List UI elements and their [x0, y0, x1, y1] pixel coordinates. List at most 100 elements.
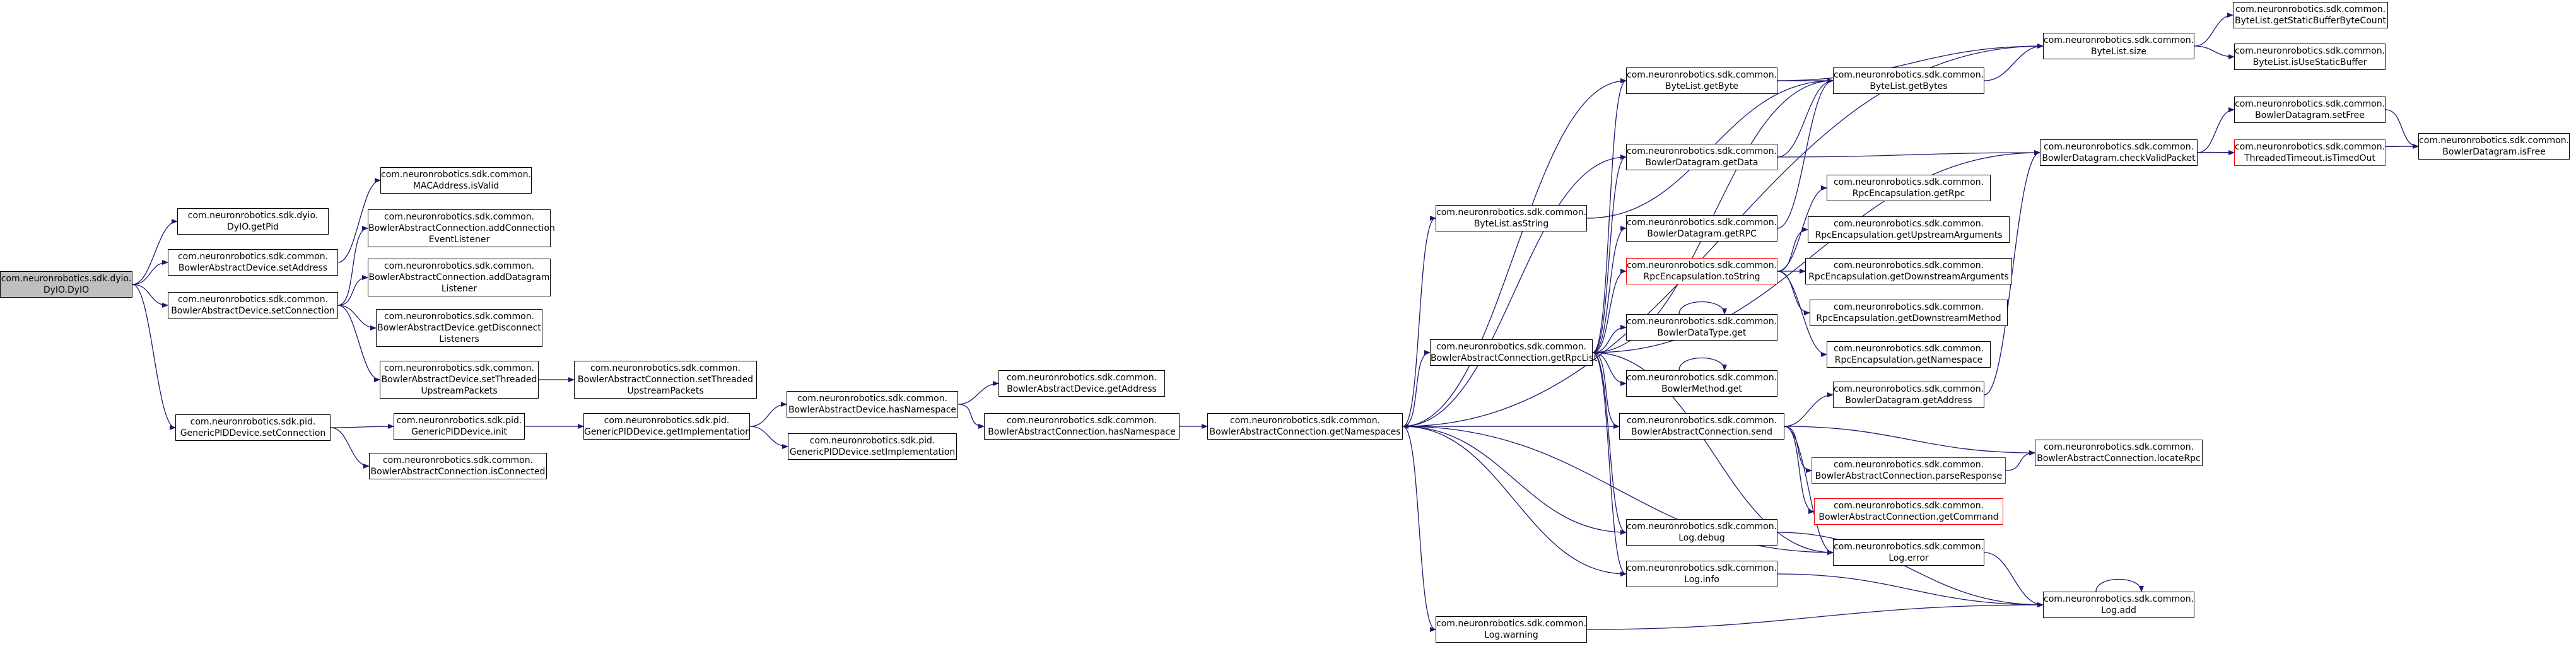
node-rpcencapsulation-getrpc[interactable]: com.neuronrobotics.sdk.common.RpcEncapsu… [1827, 175, 1991, 201]
edge-bytelistSize-to-getStaticBufferByteCount [2194, 13, 2234, 47]
edge-dgGetData-to-checkValidPacket [1777, 150, 2040, 158]
node-connection-getcommand[interactable]: com.neuronrobotics.sdk.common.BowlerAbst… [1814, 498, 2003, 525]
edge-bytelistGetBytes-to-bytelistSize [1984, 44, 2044, 81]
node-device-setthreadedupstreampackets[interactable]: com.neuronrobotics.sdk.common.BowlerAbst… [380, 361, 539, 399]
edge-getNamespaces-to-dgGetData [1402, 155, 1627, 427]
node-connection-locaterpc[interactable]: com.neuronrobotics.sdk.common.BowlerAbst… [2035, 440, 2203, 466]
node-bytelist-getbytes[interactable]: com.neuronrobotics.sdk.common.ByteList.g… [1833, 67, 1984, 94]
edge-dyio-to-getPid [132, 219, 178, 285]
node-bytelist-asstring[interactable]: com.neuronrobotics.sdk.common.ByteList.a… [1436, 205, 1587, 231]
edge-logDebug-to-logAdd [1777, 532, 2044, 607]
node-dyio-dyio: com.neuronrobotics.sdk.dyio.DyIO.DyIO [0, 271, 132, 298]
node-datagram-isfree[interactable]: com.neuronrobotics.sdk.common.BowlerData… [2418, 133, 2570, 160]
edge-bytelistGetByte-to-bytelistSize [1777, 44, 2044, 81]
node-threadedtimeout-istimedout[interactable]: com.neuronrobotics.sdk.common.ThreadedTi… [2234, 139, 2386, 166]
node-datagram-checkvalidpacket[interactable]: com.neuronrobotics.sdk.common.BowlerData… [2040, 139, 2198, 166]
edge-getRpcList-to-methodGet [1592, 352, 1627, 386]
edge-dyio-to-setConnection [132, 284, 168, 308]
node-dyio-getpid[interactable]: com.neuronrobotics.sdk.dyio.DyIO.getPid [177, 208, 329, 235]
node-pid-setconnection[interactable]: com.neuronrobotics.sdk.pid.GenericPIDDev… [175, 414, 331, 441]
node-datagram-setfree[interactable]: com.neuronrobotics.sdk.common.BowlerData… [2234, 96, 2386, 123]
node-rpcencapsulation-getdownstreammethod[interactable]: com.neuronrobotics.sdk.common.RpcEncapsu… [1810, 300, 2008, 326]
edge-pidSetConnection-to-pidInit [330, 424, 394, 430]
node-connection-send[interactable]: com.neuronrobotics.sdk.common.BowlerAbst… [1619, 413, 1784, 440]
edge-setConnection-to-addDgListener [337, 275, 368, 306]
node-rpcencapsulation-getupstreamarguments[interactable]: com.neuronrobotics.sdk.common.RpcEncapsu… [1808, 216, 2010, 243]
node-connection-getrpclist[interactable]: com.neuronrobotics.sdk.common.BowlerAbst… [1430, 339, 1597, 366]
edge-setConnection-to-getDisconnect [337, 305, 377, 330]
edge-getRpcList-to-dgGetData [1592, 155, 1627, 353]
edge-connSend-to-locateRpc [1784, 426, 2035, 455]
node-bytelist-isusestaticbuffer[interactable]: com.neuronrobotics.sdk.common.ByteList.i… [2234, 44, 2386, 70]
node-log-debug[interactable]: com.neuronrobotics.sdk.common.Log.debug [1626, 519, 1777, 546]
node-datagram-getdata[interactable]: com.neuronrobotics.sdk.common.BowlerData… [1626, 144, 1777, 170]
edge-devHasNs-to-devGetAddress [957, 381, 999, 405]
node-rpcencapsulation-tostring[interactable]: com.neuronrobotics.sdk.common.RpcEncapsu… [1626, 258, 1777, 284]
edge-connSend-to-parseResponse [1784, 426, 1812, 473]
edge-getRpcList-to-dataTypeGet [1592, 325, 1627, 353]
node-connection-addconnectioneventlistener[interactable]: com.neuronrobotics.sdk.common.BowlerAbst… [368, 209, 555, 247]
node-connection-parseresponse[interactable]: com.neuronrobotics.sdk.common.BowlerAbst… [1812, 457, 2006, 484]
edge-getRpcList-to-bytelistGetByte [1592, 78, 1627, 353]
node-pid-getimplementation[interactable]: com.neuronrobotics.sdk.pid.GenericPIDDev… [583, 413, 751, 440]
edge-getRpcList-to-logDebug [1592, 352, 1627, 535]
node-log-warning[interactable]: com.neuronrobotics.sdk.common.Log.warnin… [1436, 616, 1587, 643]
node-device-hasnamespace[interactable]: com.neuronrobotics.sdk.common.BowlerAbst… [787, 391, 958, 418]
edge-getNamespaces-to-logInfo [1402, 426, 1627, 576]
node-pid-init[interactable]: com.neuronrobotics.sdk.pid.GenericPIDDev… [394, 413, 525, 440]
node-bytelist-getstaticbufferbytecount[interactable]: com.neuronrobotics.sdk.common.ByteList.g… [2233, 2, 2388, 28]
node-log-info[interactable]: com.neuronrobotics.sdk.common.Log.info [1626, 561, 1777, 587]
edge-devHasNs-to-connHasNs [957, 404, 985, 429]
edge-connSend-to-logError [1784, 426, 1834, 555]
edge-getNamespaces-to-logWarning [1402, 426, 1436, 632]
edge-methodGet-to-methodGet [1678, 357, 1727, 371]
edge-getRpcList-to-logInfo [1592, 352, 1627, 576]
node-method-get[interactable]: com.neuronrobotics.sdk.common.BowlerMeth… [1626, 370, 1777, 397]
node-connection-adddatagramlistener[interactable]: com.neuronrobotics.sdk.common.BowlerAbst… [368, 259, 551, 296]
edge-parseResponse-to-locateRpc [2005, 450, 2035, 471]
node-log-add[interactable]: com.neuronrobotics.sdk.common.Log.add [2043, 592, 2194, 618]
edge-setConnection-to-devSetThreaded [337, 305, 380, 382]
edge-dgSetFree-to-dgIsFree [2385, 109, 2419, 149]
edge-logWarning-to-logAdd [1586, 602, 2044, 630]
node-bytelist-size[interactable]: com.neuronrobotics.sdk.common.ByteList.s… [2043, 33, 2194, 59]
node-connection-getnamespaces[interactable]: com.neuronrobotics.sdk.common.BowlerAbst… [1207, 413, 1403, 440]
node-device-setconnection[interactable]: com.neuronrobotics.sdk.common.BowlerAbst… [168, 292, 338, 319]
edge-getRpcList-to-rpcToString [1592, 269, 1627, 353]
edge-rpcToString-to-rpcGetNs [1777, 271, 1827, 357]
edge-logError-to-logAdd [1984, 552, 2044, 607]
node-connection-setthreadedupstreampackets[interactable]: com.neuronrobotics.sdk.common.BowlerAbst… [574, 361, 757, 399]
node-datagram-getaddress[interactable]: com.neuronrobotics.sdk.common.BowlerData… [1833, 382, 1984, 408]
node-connection-hasnamespace[interactable]: com.neuronrobotics.sdk.common.BowlerAbst… [984, 413, 1180, 440]
node-device-setaddress[interactable]: com.neuronrobotics.sdk.common.BowlerAbst… [168, 249, 338, 276]
edge-dataTypeGet-to-dataTypeGet [1678, 301, 1727, 315]
node-macaddress-isvalid[interactable]: com.neuronrobotics.sdk.common.MACAddress… [380, 167, 532, 194]
node-rpcencapsulation-getnamespace[interactable]: com.neuronrobotics.sdk.common.RpcEncapsu… [1827, 341, 1991, 368]
edge-getRpcList-to-connSend [1592, 352, 1620, 429]
edge-dgGetData-to-bytelistGetBytes [1777, 78, 1834, 158]
edge-getNamespaces-to-getRpcList [1402, 350, 1431, 427]
edge-bytelistSize-to-isUseStaticBuffer [2194, 45, 2235, 59]
edge-connSend-to-getCommand [1784, 426, 1815, 514]
node-rpcencapsulation-getdownstreamarguments[interactable]: com.neuronrobotics.sdk.common.RpcEncapsu… [1805, 258, 2012, 284]
node-device-getdisconnectlisteners[interactable]: com.neuronrobotics.sdk.common.BowlerAbst… [376, 309, 542, 347]
edge-getRpcList-to-logError [1592, 352, 1834, 555]
edge-getNamespaces-to-bytelistAsString [1402, 216, 1436, 427]
edge-dgGetRPC-to-bytelistGetBytes [1777, 78, 1834, 229]
node-datagram-getrpc[interactable]: com.neuronrobotics.sdk.common.BowlerData… [1626, 215, 1777, 242]
edge-getRpcList-to-checkValidPacket [1592, 150, 2040, 353]
node-device-getaddress[interactable]: com.neuronrobotics.sdk.common.BowlerAbst… [998, 370, 1165, 397]
node-datatype-get[interactable]: com.neuronrobotics.sdk.common.BowlerData… [1626, 314, 1777, 341]
edge-dyio-to-pidSetConnection [132, 284, 176, 430]
edge-pidSetConnection-to-isConnected [330, 427, 370, 469]
edge-getNamespaces-to-bytelistGetByte [1402, 78, 1627, 427]
node-bytelist-getbyte[interactable]: com.neuronrobotics.sdk.common.ByteList.g… [1626, 67, 1777, 94]
edge-logInfo-to-logAdd [1777, 573, 2044, 607]
node-pid-setimplementation[interactable]: com.neuronrobotics.sdk.pid.GenericPIDDev… [788, 433, 957, 460]
node-connection-isconnected[interactable]: com.neuronrobotics.sdk.common.BowlerAbst… [369, 453, 547, 479]
node-log-error[interactable]: com.neuronrobotics.sdk.common.Log.error [1833, 539, 1984, 566]
edge-pidGetImpl-to-devHasNs [749, 402, 787, 427]
edge-setAddress-to-macIsValid [337, 178, 381, 263]
edge-pidGetImpl-to-pidSetImpl [749, 426, 788, 449]
